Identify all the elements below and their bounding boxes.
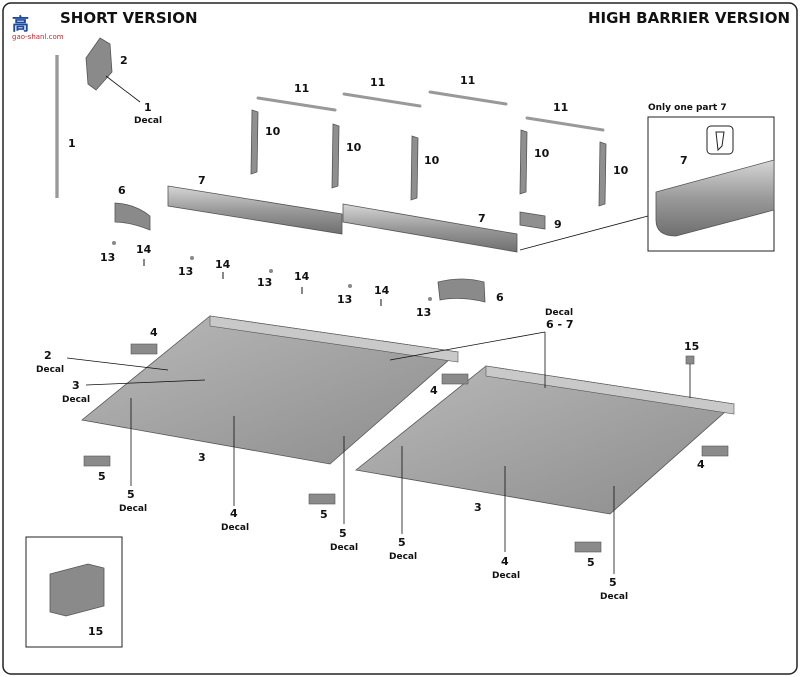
part-6-end-right xyxy=(437,278,486,303)
decal-label: Decal xyxy=(389,552,417,562)
label-p11b: 11 xyxy=(370,76,385,89)
decal-label: Decal xyxy=(221,523,249,533)
label-p11c: 11 xyxy=(460,74,475,87)
label-p1: 1 xyxy=(68,137,76,150)
label-p5d: 5 xyxy=(339,527,347,540)
part-11-rods xyxy=(256,90,605,132)
part-9-block xyxy=(519,211,546,230)
label-p13b: 13 xyxy=(178,265,193,278)
part-6-end-left xyxy=(114,202,151,231)
label-p3c: 3 xyxy=(474,501,482,514)
base-plate-right-rim xyxy=(485,365,735,415)
inset-leader xyxy=(519,215,649,251)
decal-label: Decal xyxy=(545,308,573,318)
label-p10e: 10 xyxy=(613,164,629,177)
label-p14b: 14 xyxy=(215,258,231,271)
label-p1b: 1 xyxy=(144,101,152,114)
small-blocks xyxy=(83,343,729,553)
label-p5c: 5 xyxy=(320,508,328,521)
label-p7b: 7 xyxy=(478,212,486,225)
label-p67: 6 - 7 xyxy=(546,318,574,331)
label-p4e: 4 xyxy=(501,555,509,568)
label-p10c: 10 xyxy=(424,154,440,167)
label-p15a: 15 xyxy=(684,340,699,353)
label-p5g: 5 xyxy=(609,576,617,589)
label-p14a: 14 xyxy=(136,243,152,256)
label-p11a: 11 xyxy=(294,82,309,95)
decal-label: Decal xyxy=(62,395,90,405)
decal-label: Decal xyxy=(36,365,64,375)
inset-rail-profile xyxy=(655,159,775,237)
label-p11d: 11 xyxy=(553,101,568,114)
label-p4d: 4 xyxy=(230,507,238,520)
leader-line xyxy=(105,75,141,103)
label-p4b: 4 xyxy=(430,384,438,397)
decal-label: Decal xyxy=(600,592,628,602)
label-p5e: 5 xyxy=(398,536,406,549)
part-labels: 1 1 2 11 11 11 11 10 10 10 10 10 6 6 7 7… xyxy=(44,54,727,638)
decal-label: Decal xyxy=(119,504,147,514)
label-p13c: 13 xyxy=(257,276,272,289)
watermark-text: 高 xyxy=(12,15,30,35)
cutting-knife-icon xyxy=(706,125,734,155)
label-p5a: 5 xyxy=(98,470,106,483)
label-p4c: 4 xyxy=(697,458,705,471)
short-version-title: SHORT VERSION xyxy=(60,9,198,27)
label-p10a: 10 xyxy=(265,125,281,138)
label-p6b: 6 xyxy=(496,291,504,304)
label-p3a: 3 xyxy=(72,379,80,392)
label-p10d: 10 xyxy=(534,147,550,160)
decal-label: Decal xyxy=(492,571,520,581)
watermark-url: gao-shanl.com xyxy=(12,33,64,41)
label-p13d: 13 xyxy=(337,293,352,306)
label-p15b: 15 xyxy=(88,625,103,638)
label-p13e: 13 xyxy=(416,306,431,319)
part-15-bracket xyxy=(49,563,105,617)
label-p14d: 14 xyxy=(374,284,390,297)
label-p5b: 5 xyxy=(127,488,135,501)
label-inset-p7: 7 xyxy=(680,154,688,167)
decal-label: Decal xyxy=(330,543,358,553)
label-p5f: 5 xyxy=(587,556,595,569)
label-p2: 2 xyxy=(120,54,128,67)
parts-13-14-bolts xyxy=(112,241,432,306)
label-p14c: 14 xyxy=(294,270,310,283)
part-7-rail-right xyxy=(342,203,518,253)
label-p3b: 3 xyxy=(198,451,206,464)
label-p2b: 2 xyxy=(44,349,52,362)
label-p10b: 10 xyxy=(346,141,362,154)
part-7-rail-left xyxy=(167,185,343,235)
part-10-posts xyxy=(250,109,607,207)
decal-labels: Decal Decal Decal Decal Decal Decal Deca… xyxy=(36,116,628,602)
base-plate-left-rim xyxy=(209,315,459,363)
watermark-logo: 高 gao-shanl.com xyxy=(6,6,68,41)
leader-lines xyxy=(66,331,691,574)
part-2-sign xyxy=(85,37,113,91)
decal-label: Decal xyxy=(134,116,162,126)
label-p4a: 4 xyxy=(150,326,158,339)
high-barrier-version-title: HIGH BARRIER VERSION xyxy=(587,9,790,27)
label-p7a: 7 xyxy=(198,174,206,187)
label-p13a: 13 xyxy=(100,251,115,264)
label-p6a: 6 xyxy=(118,184,126,197)
label-p9: 9 xyxy=(554,218,562,231)
inset-title: Only one part 7 xyxy=(648,103,727,113)
